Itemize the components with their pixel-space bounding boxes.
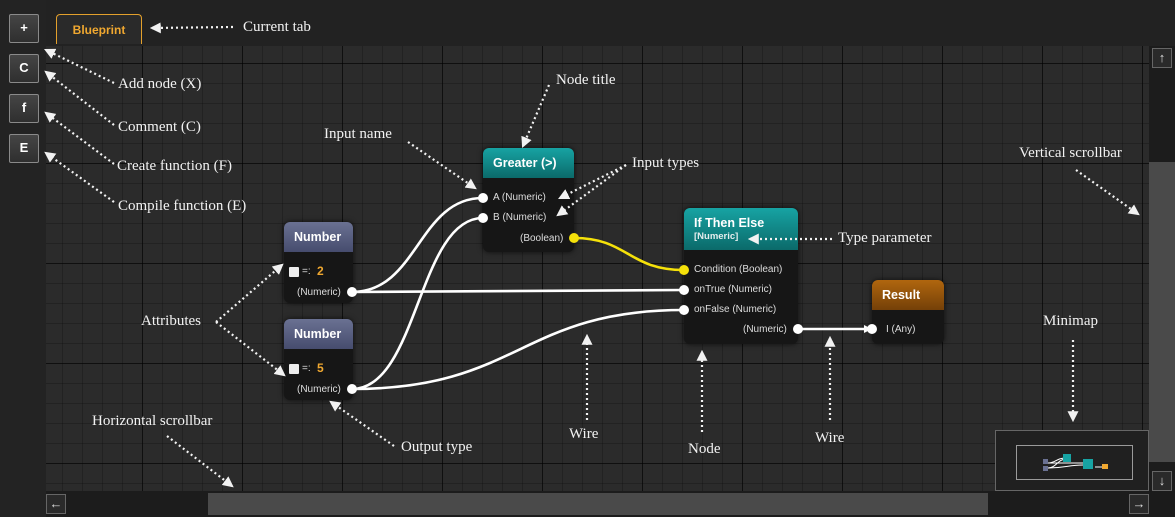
compile-function-button[interactable]: E [9,134,39,163]
annotation-output-type: Output type [401,439,473,455]
attribute-value[interactable]: 5 [317,361,324,375]
scroll-up-button[interactable]: ↑ [1152,48,1172,68]
annotation-input-types: Input types [632,155,700,171]
annotation-minimap: Minimap [1043,313,1098,329]
wire-number2-to-onfalse [350,308,686,391]
wire-greater-to-condition [572,236,686,272]
input-port[interactable] [867,324,877,334]
output-type-label: (Boolean) [520,233,564,244]
add-node-button[interactable]: + [9,14,39,43]
annotation-wire: Wire [815,430,845,446]
output-type-label: (Numeric) [297,384,341,395]
node-title: Number [284,222,353,252]
input-port[interactable] [478,213,488,223]
annotation-wire: Wire [569,426,599,442]
annotation-type-parameter: Type parameter [838,230,932,246]
output-type-label: (Numeric) [297,287,341,298]
comment-button[interactable]: C [9,54,39,83]
wire-number1-to-ontrue [350,288,686,294]
node-if-then-else[interactable]: If Then Else [Numeric] Condition (Boolea… [684,208,798,344]
node-title: If Then Else [Numeric] [684,208,798,250]
horizontal-scrollbar-thumb[interactable] [208,493,988,515]
input-name-label: B (Numeric) [493,212,547,223]
annotation-horizontal-scrollbar: Horizontal scrollbar [92,413,213,429]
wire-number2-to-greater-b [350,216,485,391]
node-greater[interactable]: Greater (>) A (Numeric) B (Numeric) (Boo… [483,148,574,252]
tab-bar: Blueprint [46,0,1175,46]
input-port[interactable] [679,265,689,275]
graph-canvas[interactable] [46,46,1149,491]
attribute-operator: =: [302,363,311,374]
annotation-compile-function: Compile function (E) [118,198,247,214]
annotation-input-name: Input name [324,126,392,142]
attribute-checkbox[interactable] [289,267,299,277]
minimap-viewport[interactable] [1016,445,1133,480]
annotation-current-tab: Current tab [243,19,311,35]
annotation-create-function: Create function (F) [117,158,232,174]
input-name-label: onTrue (Numeric) [694,284,772,295]
type-parameter[interactable]: [Numeric] [694,231,739,242]
wire-number1-to-greater-a [350,196,485,294]
minimap[interactable] [995,430,1149,491]
node-title: Greater (>) [483,148,574,178]
scroll-right-button[interactable]: → [1129,494,1149,514]
output-port[interactable] [793,324,803,334]
node-number-1[interactable]: Number =: 2 (Numeric) [284,222,353,303]
annotation-node-title: Node title [556,72,616,88]
tab-blueprint[interactable]: Blueprint [56,14,142,44]
scroll-left-button[interactable]: ← [46,494,66,514]
input-name-label: onFalse (Numeric) [694,304,777,315]
annotation-add-node: Add node (X) [118,76,202,92]
input-port[interactable] [679,285,689,295]
input-name-label: Condition (Boolean) [694,264,783,275]
node-title-text: If Then Else [694,216,765,230]
node-result[interactable]: Result I (Any) [872,280,944,344]
output-type-label: (Numeric) [743,324,787,335]
input-name-label: A (Numeric) [493,192,546,203]
scroll-down-button[interactable]: ↓ [1152,471,1172,491]
output-port[interactable] [347,287,357,297]
node-title: Result [872,280,944,310]
vertical-scrollbar-thumb[interactable] [1149,162,1175,462]
annotation-attributes: Attributes [141,313,201,329]
annotation-comment: Comment (C) [118,119,201,135]
input-port[interactable] [478,193,488,203]
input-name-label: I (Any) [886,324,916,335]
node-number-2[interactable]: Number =: 5 (Numeric) [284,319,353,400]
annotation-node: Node [688,441,721,457]
create-function-button[interactable]: f [9,94,39,123]
output-port[interactable] [569,233,579,243]
minimap-preview [1043,454,1108,471]
node-title: Number [284,319,353,349]
toolbar: + C f E [0,0,46,517]
input-port[interactable] [679,305,689,315]
attribute-value[interactable]: 2 [317,264,324,278]
attribute-checkbox[interactable] [289,364,299,374]
annotation-vertical-scrollbar: Vertical scrollbar [1019,145,1122,161]
output-port[interactable] [347,384,357,394]
attribute-operator: =: [302,266,311,277]
